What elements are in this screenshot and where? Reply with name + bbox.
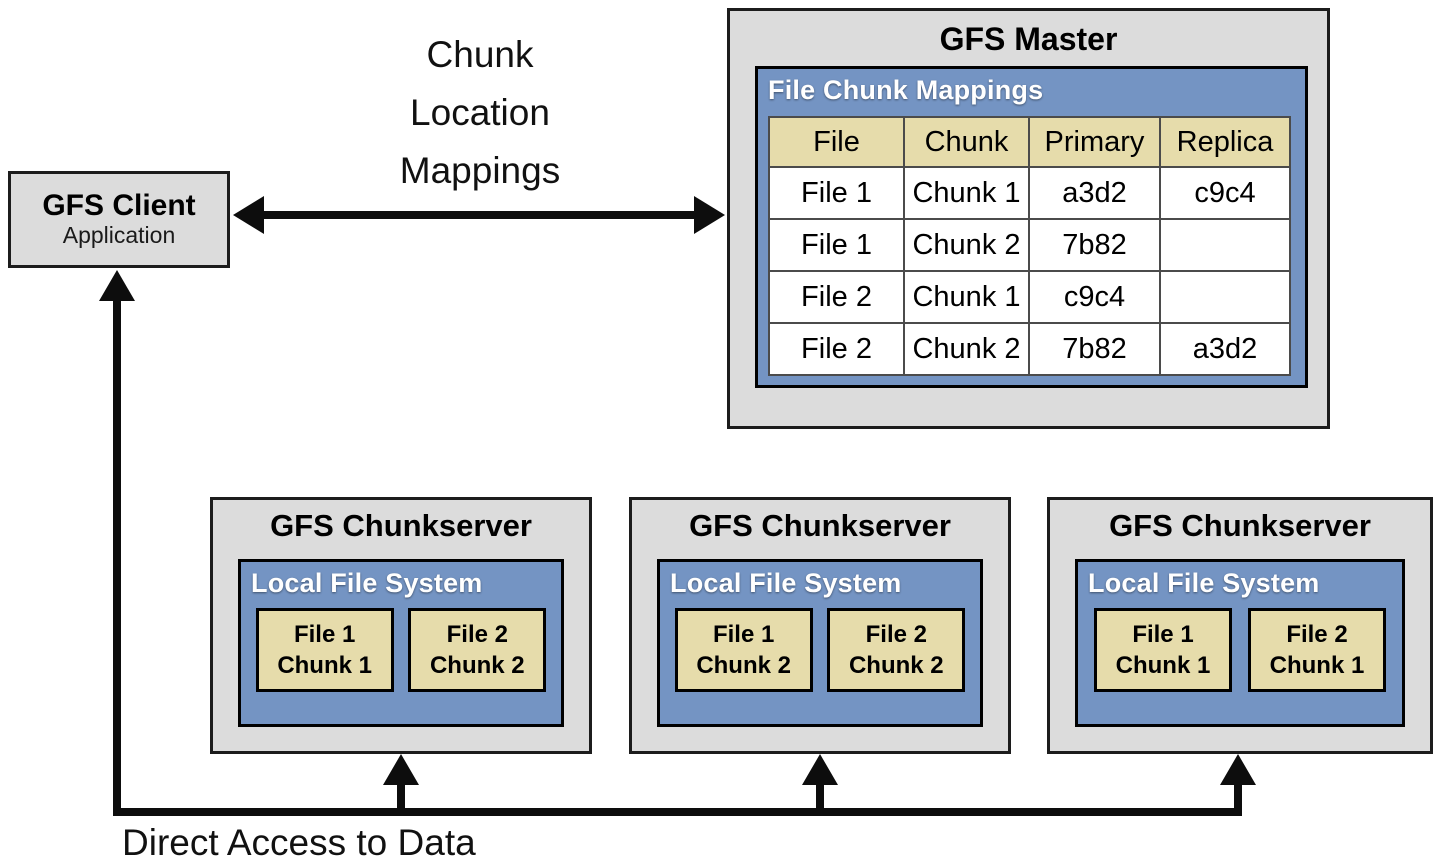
chunk-id-label: Chunk 2 xyxy=(848,652,944,679)
chunkserver2-branch-line xyxy=(816,781,824,810)
cell-primary: 7b82 xyxy=(1028,322,1161,376)
chunk-id-label: Chunk 1 xyxy=(277,652,372,679)
chunk-id-label: Chunk 1 xyxy=(1269,652,1365,679)
chunk-id-label: Chunk 1 xyxy=(1115,652,1211,679)
cell-primary: c9c4 xyxy=(1028,270,1161,324)
local-file-system-title: Local File System xyxy=(251,568,483,598)
gfs-master-title: GFS Master xyxy=(939,21,1118,57)
col-header-file: File xyxy=(768,116,905,168)
chunk-row: File 1 Chunk 2 File 2 Chunk 2 xyxy=(660,608,980,692)
cell-replica xyxy=(1159,218,1291,272)
cell-chunk: Chunk 1 xyxy=(903,166,1030,220)
col-header-primary: Primary xyxy=(1028,116,1161,168)
client-master-arrow-line xyxy=(255,211,705,219)
chunk-file-label: File 2 xyxy=(1286,620,1348,648)
chunkserver-title: GFS Chunkserver xyxy=(1109,508,1371,543)
gfs-chunkserver-box-2: GFS Chunkserver Local File System File 1… xyxy=(629,497,1011,754)
cell-replica: c9c4 xyxy=(1159,166,1291,220)
chunkserver1-branch-line xyxy=(397,781,405,810)
chunk-file-label: File 1 xyxy=(1132,620,1194,648)
arrowhead-up-chunkserver2-icon xyxy=(802,754,838,785)
chunk-file-label: File 1 xyxy=(293,620,356,648)
mappings-header-row: File Chunk Primary Replica xyxy=(768,116,1291,168)
gfs-client-content: GFS Client Application xyxy=(11,174,227,265)
chunkserver-title: GFS Chunkserver xyxy=(689,508,951,543)
col-header-chunk: Chunk xyxy=(903,116,1030,168)
local-file-system-panel: Local File System File 1 Chunk 1 File 2 … xyxy=(238,559,564,727)
gfs-chunkserver-box-3: GFS Chunkserver Local File System File 1… xyxy=(1047,497,1433,754)
chunkserver-title: GFS Chunkserver xyxy=(270,508,532,543)
arrowhead-up-chunkserver3-icon xyxy=(1220,754,1256,785)
arrowhead-up-chunkserver1-icon xyxy=(383,754,419,785)
mappings-row: File 2 Chunk 2 7b82 a3d2 xyxy=(768,322,1291,376)
chunk-box: File 2 Chunk 2 xyxy=(827,608,966,692)
file-chunk-mappings-panel: File Chunk Mappings File Chunk Primary R… xyxy=(755,66,1308,388)
cell-chunk: Chunk 1 xyxy=(903,270,1030,324)
cell-file: File 2 xyxy=(768,270,905,324)
cell-replica: a3d2 xyxy=(1159,322,1291,376)
gfs-client-box: GFS Client Application xyxy=(8,171,230,268)
chunk-row: File 1 Chunk 1 File 2 Chunk 2 xyxy=(241,608,561,692)
mappings-row: File 1 Chunk 1 a3d2 c9c4 xyxy=(768,166,1291,220)
cell-file: File 2 xyxy=(768,322,905,376)
local-file-system-title: Local File System xyxy=(670,568,902,598)
arrowhead-up-client-icon xyxy=(99,270,135,301)
local-file-system-panel: Local File System File 1 Chunk 2 File 2 … xyxy=(657,559,983,727)
chunkserver3-branch-line xyxy=(1234,781,1242,816)
label-line-1: Chunk xyxy=(426,34,534,75)
cell-primary: 7b82 xyxy=(1028,218,1161,272)
chunk-location-mappings-label: Chunk Location Mappings xyxy=(230,26,730,200)
cell-primary: a3d2 xyxy=(1028,166,1161,220)
gfs-chunkserver-box-1: GFS Chunkserver Local File System File 1… xyxy=(210,497,592,754)
arrowhead-right-icon xyxy=(694,196,725,234)
mappings-row: File 2 Chunk 1 c9c4 xyxy=(768,270,1291,324)
cell-file: File 1 xyxy=(768,218,905,272)
direct-access-line xyxy=(113,808,1242,816)
chunk-box: File 2 Chunk 1 xyxy=(1248,608,1386,692)
chunk-file-label: File 1 xyxy=(712,620,775,648)
chunk-box: File 1 Chunk 1 xyxy=(1094,608,1232,692)
col-header-replica: Replica xyxy=(1159,116,1291,168)
client-vertical-line xyxy=(113,297,121,816)
cell-file: File 1 xyxy=(768,166,905,220)
cell-chunk: Chunk 2 xyxy=(903,218,1030,272)
cell-replica xyxy=(1159,270,1291,324)
chunk-file-label: File 2 xyxy=(446,620,508,648)
label-line-2: Location xyxy=(410,92,550,133)
arrowhead-left-icon xyxy=(233,196,264,234)
gfs-client-subtitle: Application xyxy=(62,222,176,249)
label-line-3: Mappings xyxy=(399,150,561,191)
cell-chunk: Chunk 2 xyxy=(903,322,1030,376)
local-file-system-title: Local File System xyxy=(1088,568,1320,598)
mappings-row: File 1 Chunk 2 7b82 xyxy=(768,218,1291,272)
chunk-box: File 1 Chunk 1 xyxy=(255,608,394,692)
gfs-client-title: GFS Client xyxy=(42,189,196,223)
file-chunk-mappings-title: File Chunk Mappings xyxy=(768,75,1044,105)
direct-access-label: Direct Access to Data xyxy=(122,822,476,863)
chunk-id-label: Chunk 2 xyxy=(429,652,525,679)
gfs-master-box: GFS Master File Chunk Mappings File Chun… xyxy=(727,8,1330,429)
mappings-table: File Chunk Primary Replica File 1 Chunk … xyxy=(768,116,1291,376)
chunk-box: File 2 Chunk 2 xyxy=(408,608,547,692)
chunk-box: File 1 Chunk 2 xyxy=(674,608,813,692)
local-file-system-panel: Local File System File 1 Chunk 1 File 2 … xyxy=(1075,559,1405,727)
chunk-row: File 1 Chunk 1 File 2 Chunk 1 xyxy=(1078,608,1402,692)
chunk-file-label: File 2 xyxy=(865,620,927,648)
chunk-id-label: Chunk 2 xyxy=(696,652,791,679)
